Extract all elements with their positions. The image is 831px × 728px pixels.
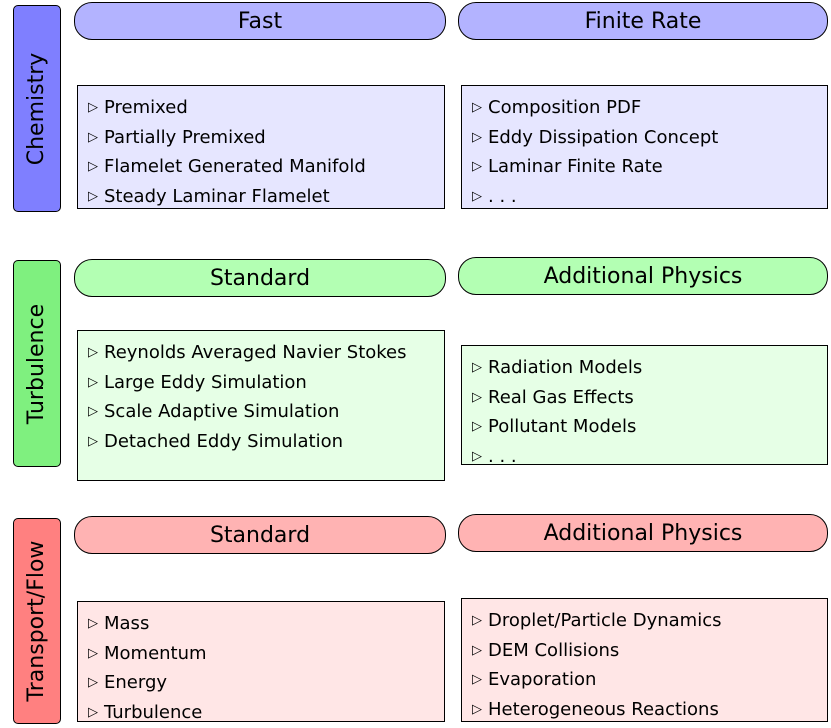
triangle-bullet-icon: ▷: [472, 613, 482, 628]
triangle-bullet-icon: ▷: [472, 672, 482, 687]
triangle-bullet-icon: ▷: [88, 433, 98, 449]
chemistry-fast-title: Fast: [237, 8, 283, 34]
list-item: ▷Premixed: [88, 97, 188, 118]
triangle-bullet-icon: ▷: [88, 645, 98, 661]
triangle-bullet-icon: ▷: [88, 616, 98, 631]
list-item: ▷Composition PDF: [472, 97, 642, 118]
triangle-bullet-icon: ▷: [472, 448, 482, 464]
turbulence-additional-physics-list: ▷Radiation Models ▷Real Gas Effects ▷Pol…: [461, 345, 828, 467]
transport-standard-header: Standard: [74, 516, 446, 554]
chemistry-side-label-box: Chemistry: [13, 5, 61, 212]
triangle-bullet-icon: ▷: [472, 360, 482, 375]
triangle-bullet-icon: ▷: [88, 374, 98, 390]
triangle-bullet-icon: ▷: [88, 404, 98, 419]
list-item: ▷Energy: [88, 672, 168, 693]
triangle-bullet-icon: ▷: [472, 159, 482, 174]
turbulence-standard-header: Standard: [74, 259, 446, 297]
chemistry-fast-list: ▷Premixed ▷Partially Premixed ▷Flamelet …: [77, 85, 445, 209]
triangle-bullet-icon: ▷: [88, 188, 98, 204]
transport-standard-list: ▷Mass ▷Momentum ▷Energy ▷Turbulence: [77, 601, 445, 723]
transport-additional-physics-list: ▷Droplet/Particle Dynamics ▷DEM Collisio…: [461, 598, 828, 722]
list-item: ▷Scale Adaptive Simulation: [88, 401, 340, 422]
turbulence-additional-physics-header: Additional Physics: [458, 257, 828, 295]
triangle-bullet-icon: ▷: [472, 188, 482, 204]
turbulence-additional-physics-title: Additional Physics: [543, 263, 743, 289]
triangle-bullet-icon: ▷: [88, 675, 98, 690]
chemistry-side-label: Chemistry: [24, 52, 49, 165]
list-item: ▷Flamelet Generated Manifold: [88, 156, 366, 177]
list-item: ▷Partially Premixed: [88, 126, 266, 148]
list-item: ▷. . .: [472, 185, 517, 207]
triangle-bullet-icon: ▷: [88, 704, 98, 720]
transport-flow-side-label: Transport/Flow: [24, 540, 49, 702]
transport-standard-title: Standard: [209, 522, 311, 548]
triangle-bullet-icon: ▷: [88, 159, 98, 174]
triangle-bullet-icon: ▷: [472, 419, 482, 434]
list-item: ▷Reynolds Averaged Navier Stokes: [88, 342, 407, 363]
turbulence-side-label: Turbulence: [24, 303, 49, 424]
list-item: ▷Eddy Dissipation Concept: [472, 126, 719, 148]
triangle-bullet-icon: ▷: [472, 389, 482, 405]
list-item: ▷Momentum: [88, 642, 207, 664]
triangle-bullet-icon: ▷: [88, 100, 98, 115]
chemistry-fast-header: Fast: [74, 2, 446, 40]
list-item: ▷Pollutant Models: [472, 416, 637, 437]
list-item: ▷Droplet/Particle Dynamics: [472, 610, 722, 631]
list-item: ▷Mass: [88, 613, 150, 634]
list-item: ▷DEM Collisions: [472, 639, 620, 661]
list-item: ▷Detached Eddy Simulation: [88, 430, 344, 452]
list-item: ▷Turbulence: [88, 701, 203, 723]
chemistry-finite-rate-header: Finite Rate: [458, 2, 828, 40]
list-item: ▷. . .: [472, 445, 517, 467]
list-item: ▷Evaporation: [472, 669, 597, 690]
turbulence-standard-list: ▷Reynolds Averaged Navier Stokes ▷Large …: [77, 330, 445, 481]
list-item: ▷Steady Laminar Flamelet: [88, 185, 330, 207]
triangle-bullet-icon: ▷: [472, 642, 482, 658]
list-item: ▷Radiation Models: [472, 357, 643, 378]
triangle-bullet-icon: ▷: [472, 129, 482, 145]
triangle-bullet-icon: ▷: [472, 100, 482, 115]
chemistry-finite-rate-list: ▷Composition PDF ▷Eddy Dissipation Conce…: [461, 85, 828, 209]
list-item: ▷Real Gas Effects: [472, 386, 634, 408]
transport-additional-physics-header: Additional Physics: [458, 514, 828, 552]
list-item: ▷Large Eddy Simulation: [88, 371, 307, 393]
list-item: ▷Laminar Finite Rate: [472, 156, 663, 177]
list-item: ▷Heterogeneous Reactions: [472, 698, 719, 720]
turbulence-side-label-box: Turbulence: [13, 260, 61, 467]
turbulence-standard-title: Standard: [209, 265, 311, 291]
triangle-bullet-icon: ▷: [88, 129, 98, 145]
transport-additional-physics-title: Additional Physics: [543, 520, 743, 546]
triangle-bullet-icon: ▷: [472, 701, 482, 717]
transport-flow-side-label-box: Transport/Flow: [13, 518, 61, 724]
chemistry-finite-rate-title: Finite Rate: [584, 8, 702, 34]
triangle-bullet-icon: ▷: [88, 345, 98, 360]
